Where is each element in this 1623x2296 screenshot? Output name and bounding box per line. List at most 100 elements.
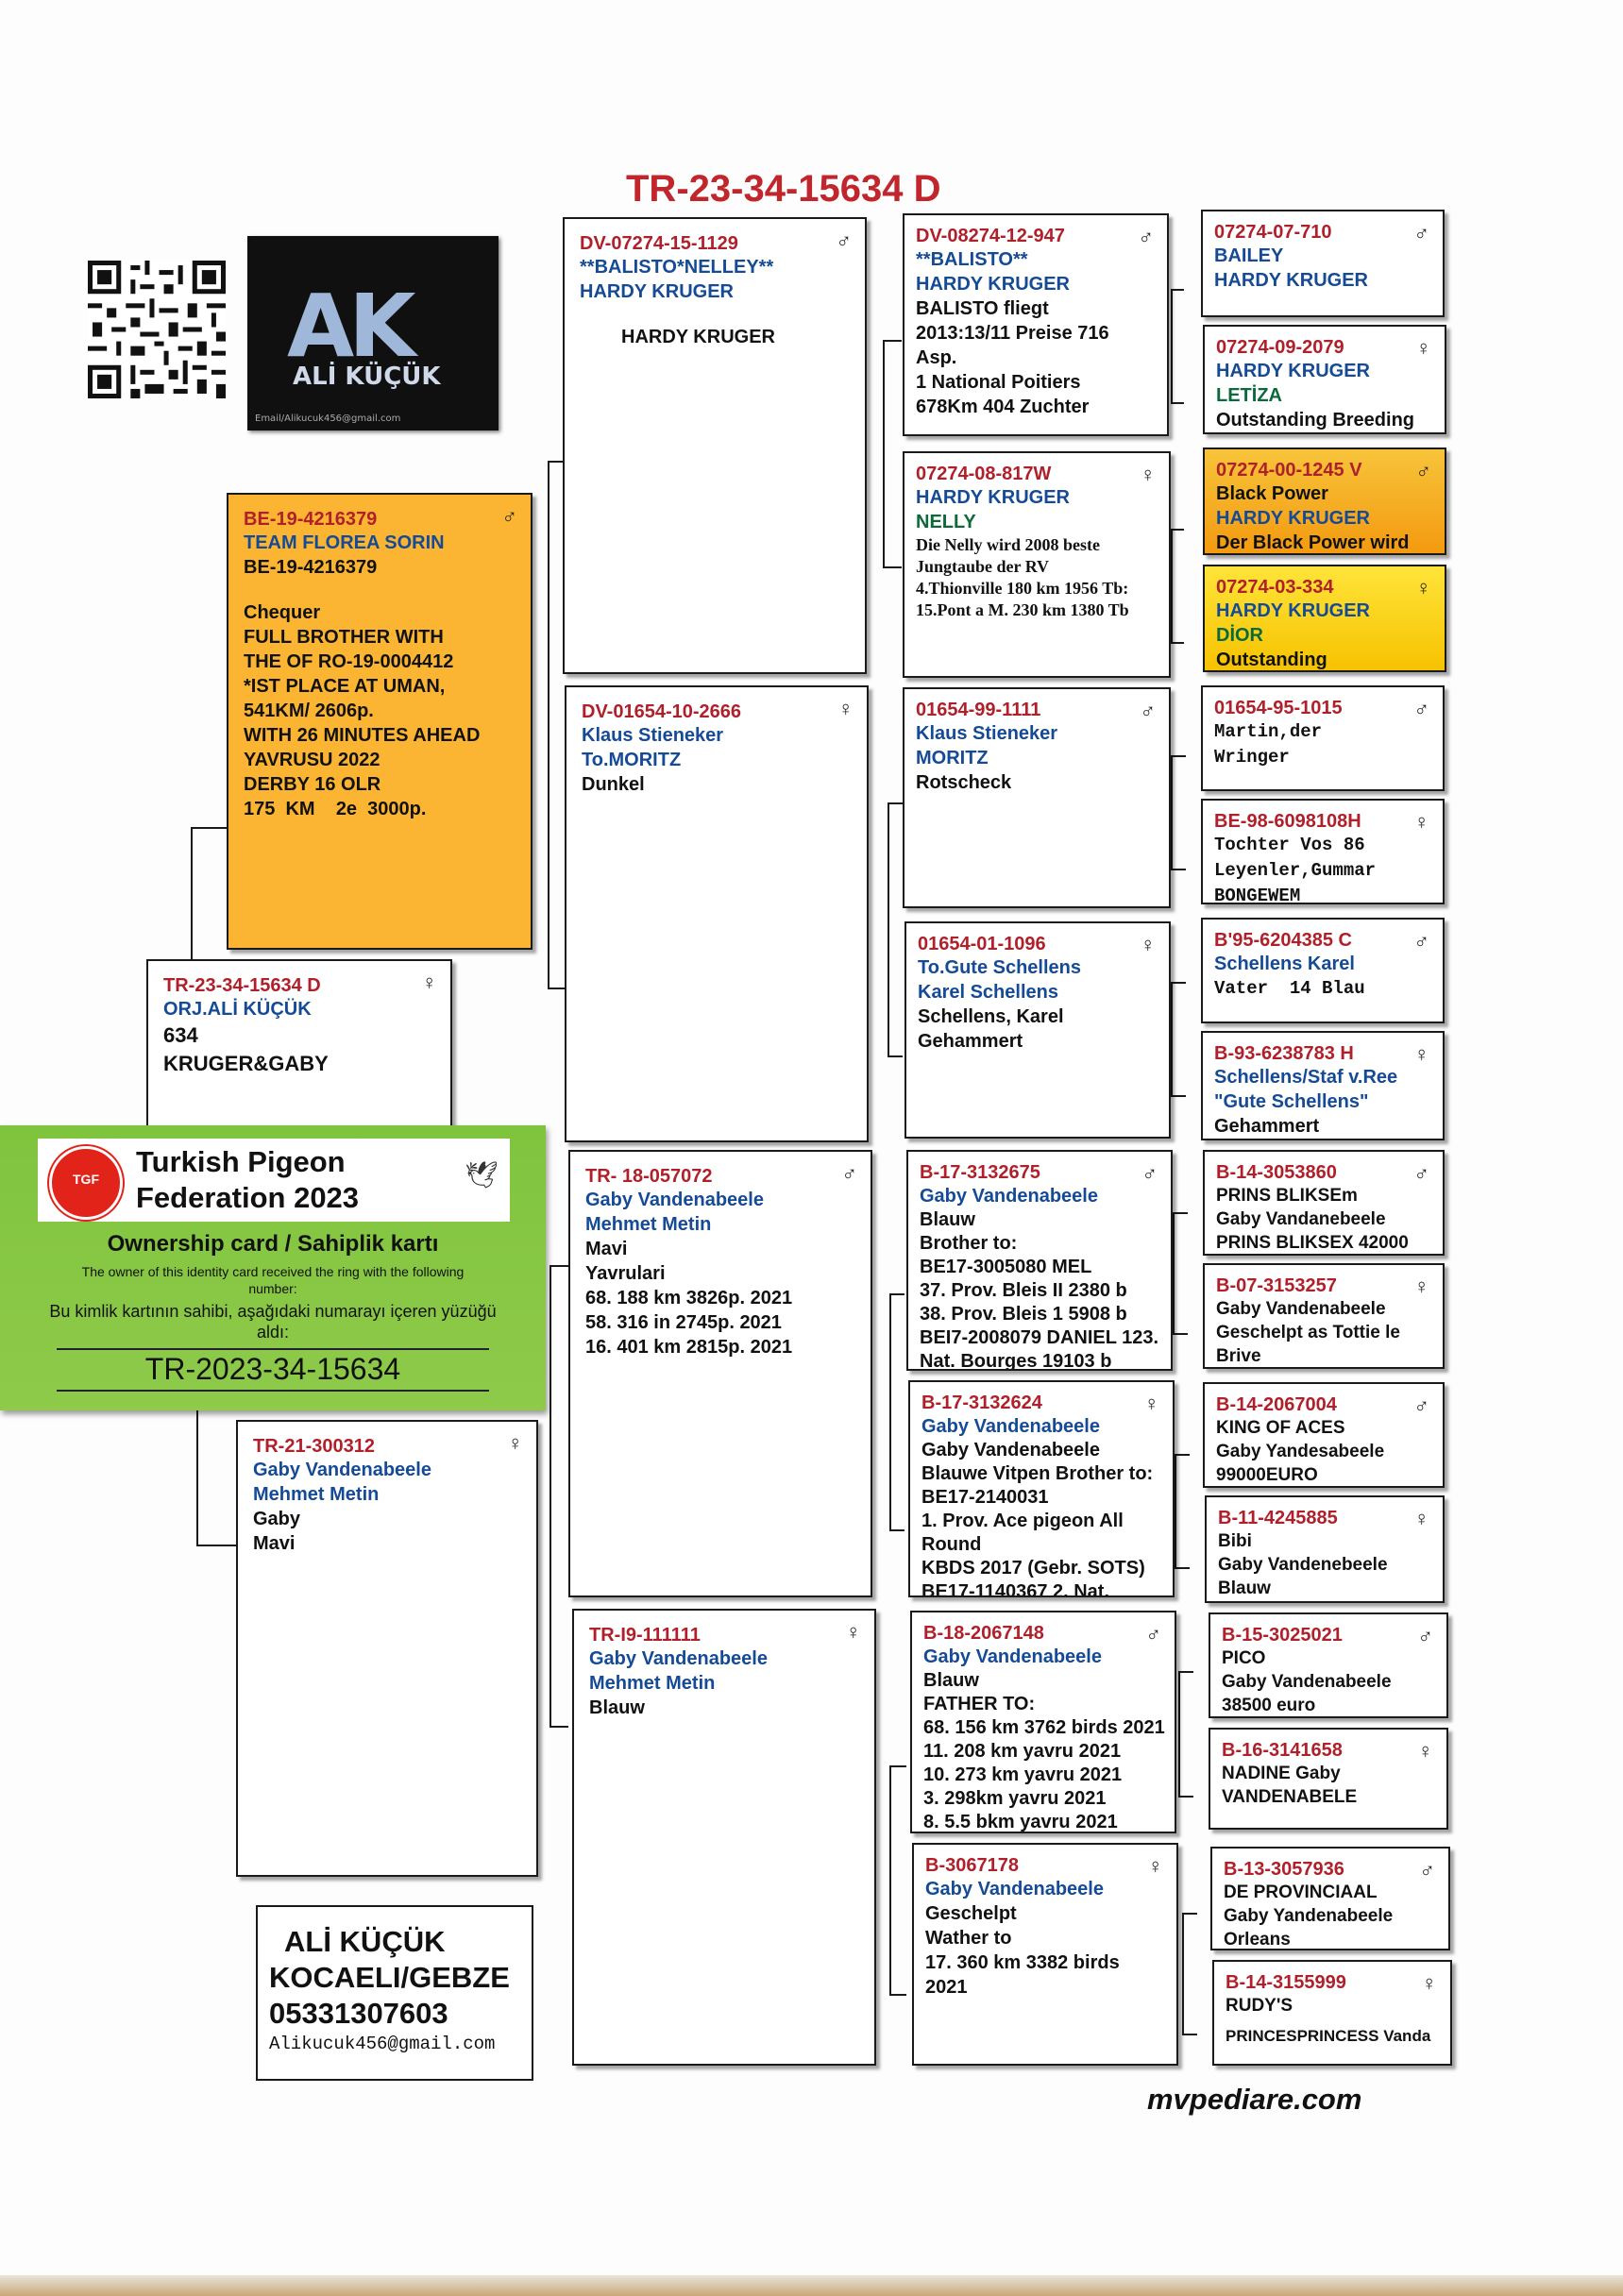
g3-note: Blauw [923,1670,979,1691]
male-icon: ♂ [1413,697,1430,720]
female-icon: ♀ [1413,1042,1430,1066]
connector-g3-2 [1171,529,1184,644]
g3-note: 37. Prov. Bleis II 2380 b [920,1280,1127,1301]
owner-contact-box: ALİ KÜÇÜK KOCAELI/GEBZE 05331307603 Alik… [256,1905,533,2081]
g4-note: 38500 euro [1222,1696,1316,1715]
male-icon: ♂ [1419,1858,1436,1882]
g3-note: KBDS 2017 (Gebr. SOTS) [921,1558,1145,1578]
g2-note: 16. 401 km 2815p. 2021 [585,1337,793,1358]
female-icon: ♀ [845,1620,862,1644]
male-icon: ♂ [841,1161,858,1185]
g4-name: Bibi [1218,1531,1252,1551]
g3-note: Nat. Bourges 19103 b [920,1351,1112,1371]
g3-ring: 07274-08-817W [916,464,1052,484]
g4-note: Geschelpt as Tottie le [1216,1323,1400,1342]
male-icon: ♂ [836,228,853,252]
connector-g2-1 [883,340,902,568]
g3-note: BE17-1140367 2. Nat. [921,1581,1110,1597]
g3-ring: DV-08274-12-947 [916,226,1065,246]
subject-ring: TR-23-34-15634 D [163,975,321,996]
connector-g3-5 [1173,1212,1188,1335]
g2-ring: DV-01654-10-2666 [582,701,742,722]
card-text-tr: Bu kimlik kartının sahibi, aşağıdaki num… [49,1302,497,1342]
card-title: Ownership card / Sahiplik kartı [107,1231,439,1257]
g2-name: To.MORITZ [582,750,682,770]
g4-box-14: ♀ B-16-3141658 NADINE Gaby VANDENABELE [1209,1728,1448,1830]
male-icon: ♂ [1415,459,1432,482]
g3-name: **BALISTO** [916,249,1028,270]
g4-note: Outstanding [1216,650,1327,670]
connector-sire-parents [548,461,565,989]
emblem-text: TGF [73,1172,99,1187]
dam-breeder: Gaby Vandenabeele [253,1460,431,1480]
g2-note: Yavrulari [585,1263,666,1284]
sire-loft: TEAM FLOREA SORIN [244,532,445,553]
g4-note: BONGEWEM [1214,886,1301,904]
g4-name: LETİZA [1216,385,1282,406]
g4-note: PRINCESPRINCESS Vanda [1226,2027,1431,2045]
g2-name: **BALISTO*NELLEY** [580,257,774,278]
logo-email: Email/Alikucuk456@gmail.com [255,414,401,424]
g3-note: 1 National Poitiers [916,372,1081,393]
website-footer: mvpediare.com [1147,2083,1362,2116]
g3-breeder: Gaby Vandenabeele [923,1646,1102,1667]
g3-line3: Schellens, Karel [918,1006,1064,1027]
sire-note: Chequer [244,602,321,623]
g4-note: Der Black Power wird [1216,532,1410,553]
connector-g2-2 [888,802,903,1057]
g4-ring: B-07-3153257 [1216,1275,1337,1296]
male-icon: ♂ [1141,1161,1158,1185]
sire-note: *IST PLACE AT UMAN, [244,676,446,697]
subject-box: ♀ TR-23-34-15634 D ORJ.ALİ KÜÇÜK 634 KRU… [146,959,452,1127]
female-icon: ♀ [1421,1971,1438,1995]
connector-g3-6 [1175,1454,1190,1569]
male-icon: ♂ [1413,1393,1430,1417]
g4-box-7: ♂ B'95-6204385 C Schellens Karel Vater 1… [1201,918,1445,1023]
female-icon: ♀ [1415,336,1432,360]
g3-note: Brother to: [920,1233,1018,1254]
g3-box-7: ♂ B-18-2067148 Gaby Vandenabeele Blauw F… [910,1611,1176,1833]
g3-breeder: HARDY KRUGER [916,487,1070,508]
g2-line3: HARDY KRUGER [621,327,775,347]
male-icon: ♂ [1145,1622,1162,1646]
g4-breeder: Gaby Yandesabeele [1216,1442,1385,1461]
subject-line2: 634 [163,1023,198,1047]
g3-note: 678Km 404 Zuchter [916,397,1090,417]
g3-breeder: Klaus Stieneker [916,723,1058,744]
g3-breeder: HARDY KRUGER [916,274,1070,295]
g2-sire-sire-box: ♂ DV-07274-15-1129 **BALISTO*NELLEY** HA… [563,217,867,674]
g3-note: Blauw [920,1209,975,1230]
g2-owner: Mehmet Metin [585,1214,712,1235]
g3-note: BEI7-2008079 DANIEL 123. [920,1327,1159,1348]
male-icon: ♂ [1138,225,1155,248]
g4-breeder: Gaby Vandenebeele [1218,1555,1388,1575]
connector-g3-8 [1182,1913,1197,2035]
g2-color: Dunkel [582,774,645,795]
g3-breeder: Gaby Vandenabeele [925,1879,1104,1899]
sire-note: 175 KM 2e 3000p. [244,799,427,819]
g3-color: Gehammert [918,1031,1023,1052]
g3-name: NELLY [916,512,976,532]
ownership-card: TGF Turkish Pigeon Federation 2023 🕊 Own… [0,1125,546,1410]
g4-box-6: ♀ BE-98-6098108H Tochter Vos 86 Leyenler… [1201,799,1445,904]
g3-note: Gaby Vandenabeele [921,1440,1100,1460]
g4-box-2: ♀ 07274-09-2079 HARDY KRUGER LETİZA Outs… [1203,325,1446,434]
owner-phone: 05331307603 [269,1997,448,2030]
owner-email: Alikucuk456@gmail.com [269,2034,496,2054]
connector-subject-dam [196,1410,236,1546]
g3-ring: 01654-01-1096 [918,934,1046,954]
g4-name: "Gute Schellens" [1214,1091,1369,1112]
sire-note: YAVRUSU 2022 [244,750,380,770]
g3-note: Geschelpt [925,1903,1017,1924]
male-icon: ♂ [1413,1161,1430,1185]
g3-color: Rotscheck [916,772,1012,793]
g3-box-5: ♂ B-17-3132675 Gaby Vandenabeele Blauw B… [906,1150,1173,1371]
g4-name: Black Power [1216,483,1328,504]
male-icon: ♂ [1413,221,1430,245]
dam-line3: Gaby [253,1509,301,1529]
dam-ring: TR-21-300312 [253,1436,375,1457]
g4-box-11: ♂ B-14-2067004 KING OF ACES Gaby Yandesa… [1203,1382,1445,1488]
g4-box-10: ♀ B-07-3153257 Gaby Vandenabeele Geschel… [1203,1263,1445,1369]
g2-sire-dam-box: ♀ DV-01654-10-2666 Klaus Stieneker To.MO… [565,685,869,1142]
